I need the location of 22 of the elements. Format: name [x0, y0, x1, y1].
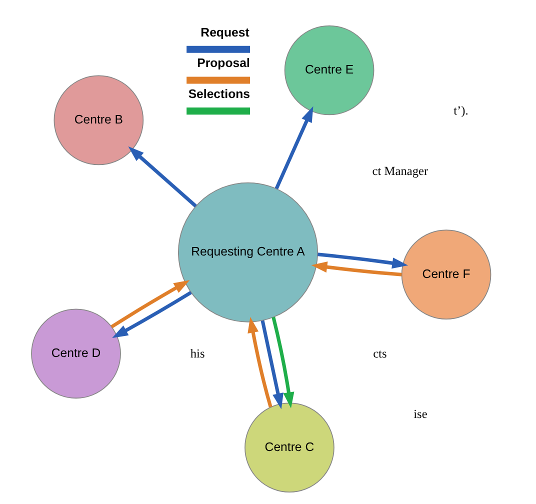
- legend-label: Selections: [188, 87, 250, 102]
- arrow: [247, 316, 272, 408]
- arrow: [128, 146, 196, 208]
- label: cts: [372, 346, 386, 360]
- node-circle: Centre C: [244, 402, 334, 492]
- label: ise: [413, 407, 427, 422]
- label: ct Manager: [372, 164, 428, 178]
- node-circle: Centre D: [30, 308, 120, 399]
- arrow: [271, 316, 294, 408]
- node-circle: Centre E: [284, 25, 374, 116]
- arrow: [310, 262, 402, 276]
- arrow: [317, 252, 408, 269]
- arrow: [112, 291, 192, 338]
- node-circle: Centre F: [400, 230, 491, 320]
- label: his: [190, 346, 204, 360]
- arrow: [260, 320, 283, 410]
- arrow: [274, 106, 313, 190]
- label: t’).: [453, 103, 468, 118]
- legend-label: Proposal: [196, 56, 250, 70]
- legend-label: Request: [200, 25, 249, 40]
- arrow: [110, 280, 190, 328]
- node-circle: Requesting Centre A: [178, 182, 318, 322]
